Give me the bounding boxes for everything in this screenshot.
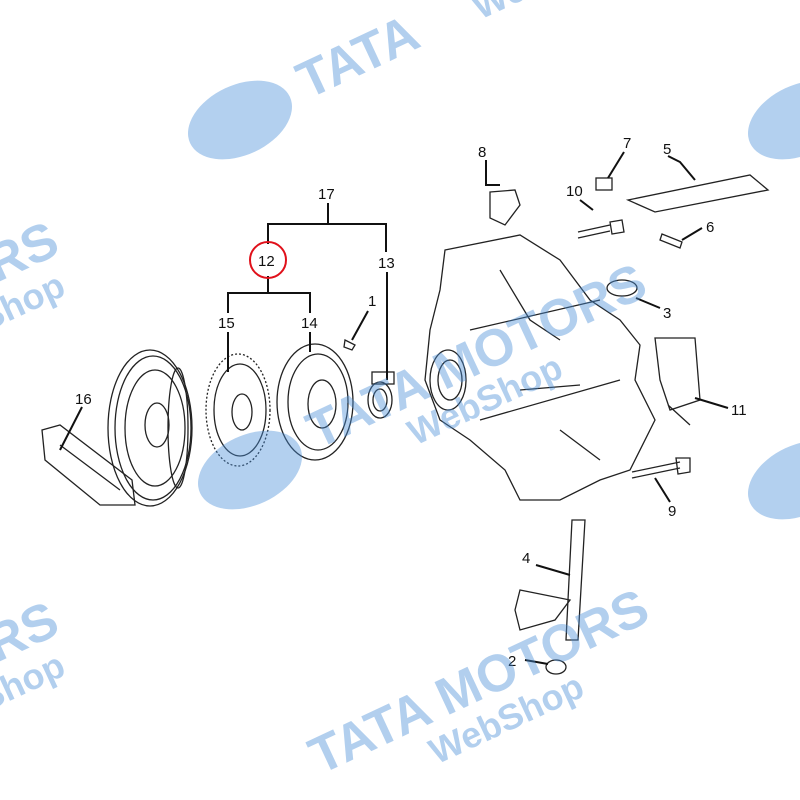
bolt-1[interactable]	[343, 339, 356, 351]
bushing-2[interactable]	[545, 659, 567, 675]
fork[interactable]	[514, 589, 572, 631]
svg-text:TATA MOTORS: TATA MOTORS	[301, 578, 658, 786]
bolt-9[interactable]	[631, 457, 691, 479]
label-6[interactable]: 6	[706, 219, 714, 236]
label-16[interactable]: 16	[75, 391, 92, 408]
lever-5[interactable]	[625, 174, 770, 213]
release-bearing-13[interactable]	[367, 371, 395, 419]
leader-lines	[59, 151, 729, 665]
gearbox-housing[interactable]	[424, 234, 656, 501]
label-2[interactable]: 2	[508, 653, 516, 670]
sensor-11[interactable]	[654, 337, 701, 426]
label-9[interactable]: 9	[668, 503, 676, 520]
label-4[interactable]: 4	[522, 550, 530, 567]
bracket-16[interactable]	[41, 424, 136, 506]
bolt-6[interactable]	[659, 233, 683, 249]
pressure-plate-14[interactable]	[276, 343, 354, 461]
svg-text:TATA: TATA	[288, 4, 428, 110]
label-15[interactable]: 15	[218, 315, 235, 332]
label-5[interactable]: 5	[663, 141, 671, 158]
label-7[interactable]: 7	[623, 135, 631, 152]
label-13[interactable]: 13	[378, 255, 395, 272]
label-17[interactable]: 17	[318, 186, 335, 203]
svg-text:WebShop: WebShop	[466, 0, 633, 27]
label-14[interactable]: 14	[301, 315, 318, 332]
label-8[interactable]: 8	[478, 144, 486, 161]
watermark-brand: TATA MOTORS	[298, 253, 655, 461]
bolt-7[interactable]	[595, 177, 613, 191]
label-11[interactable]: 11	[731, 402, 747, 419]
label-10[interactable]: 10	[566, 183, 583, 200]
label-1[interactable]: 1	[368, 293, 376, 310]
clutch-disc-15[interactable]	[205, 353, 271, 467]
highlight-circle	[249, 241, 287, 279]
bracket-8[interactable]	[489, 189, 521, 226]
label-3[interactable]: 3	[663, 305, 671, 322]
label-12[interactable]: 12	[258, 253, 275, 270]
bolt-10[interactable]	[577, 219, 625, 239]
flywheel[interactable]	[107, 349, 193, 507]
